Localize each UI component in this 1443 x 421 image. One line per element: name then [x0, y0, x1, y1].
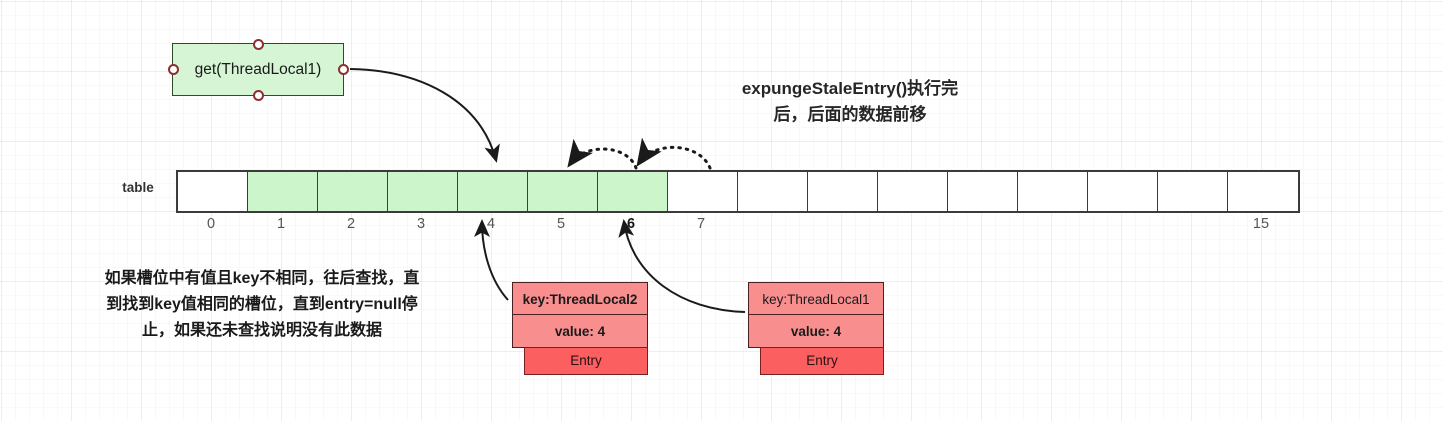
table-index-13 — [1086, 216, 1156, 232]
arrow-entry1-to-slot4 — [474, 219, 509, 301]
table-index-4: 4 — [486, 216, 496, 232]
lookup-rule-note-line-2: 到找到key值相同的槽位，直到entry=null停 — [106, 296, 418, 313]
lookup-rule-note: 如果槽位中有值且key不相同，往后查找，直 到找到key值相同的槽位，直到ent… — [42, 266, 482, 344]
diagram-title-line-1: expungeStaleEntry()执行完 — [741, 79, 959, 98]
table-index-8 — [736, 216, 806, 232]
table-slot-3[interactable] — [388, 172, 458, 211]
table-slot-4[interactable] — [458, 172, 528, 211]
table-slot-7[interactable] — [668, 172, 738, 211]
table-index-11 — [946, 216, 1016, 232]
table-slot-0[interactable] — [178, 172, 248, 211]
table-slot-14[interactable] — [1158, 172, 1228, 211]
entry-key-row: key:ThreadLocal2 — [512, 282, 648, 316]
table-slot-2[interactable] — [318, 172, 388, 211]
arc-shift-2 — [636, 137, 712, 170]
table-slot-10[interactable] — [878, 172, 948, 211]
table-slot-11[interactable] — [948, 172, 1018, 211]
entry-value-row: value: 4 — [512, 314, 648, 349]
table-index-7: 7 — [696, 216, 706, 232]
table-slot-12[interactable] — [1018, 172, 1088, 211]
table-slot-13[interactable] — [1088, 172, 1158, 211]
diagram-title-line-2: 后，后面的数据前移 — [773, 105, 927, 124]
table-index-12 — [1016, 216, 1086, 232]
arc-shift-1 — [567, 138, 638, 170]
table-slot-9[interactable] — [808, 172, 878, 211]
table-index-14 — [1156, 216, 1226, 232]
get-threadlocal-label: get(ThreadLocal1) — [194, 60, 322, 78]
table-index-3: 3 — [416, 216, 426, 232]
entry-box-threadlocal1[interactable]: key:ThreadLocal1 value: 4 Entry — [748, 282, 884, 375]
diagram-title: expungeStaleEntry()执行完 后，后面的数据前移 — [690, 76, 1010, 128]
table-index-9 — [806, 216, 876, 232]
table-index-2: 2 — [346, 216, 356, 232]
entry-value-row: value: 4 — [748, 314, 884, 349]
connector-dot-top-icon[interactable] — [252, 38, 264, 50]
lookup-rule-note-line-1: 如果槽位中有值且key不相同，往后查找，直 — [104, 270, 420, 287]
table-slot-1[interactable] — [248, 172, 318, 211]
table-slot-8[interactable] — [738, 172, 808, 211]
table-index-5: 5 — [556, 216, 566, 232]
table-slot-5[interactable] — [528, 172, 598, 211]
table-index-labels: 0 1 2 3 4 5 6 7 15 — [176, 216, 1296, 232]
table-slots — [176, 170, 1300, 213]
connector-dot-right-icon[interactable] — [337, 64, 349, 75]
arrow-get-to-table — [349, 68, 500, 163]
table-label: table — [122, 180, 154, 195]
entry-footer-label: Entry — [524, 346, 648, 375]
lookup-rule-note-line-3: 止，如果还未查找说明没有此数据 — [141, 322, 382, 339]
table-index-15: 15 — [1252, 216, 1270, 232]
connector-dot-bottom-icon[interactable] — [252, 89, 264, 101]
table-index-1: 1 — [276, 216, 286, 232]
table-index-0: 0 — [206, 216, 216, 232]
table-index-10 — [876, 216, 946, 232]
table-slot-6[interactable] — [598, 172, 668, 211]
entry-footer-label: Entry — [760, 346, 884, 375]
table-slot-15[interactable] — [1228, 172, 1298, 211]
table-index-6: 6 — [626, 216, 636, 232]
entry-key-row: key:ThreadLocal1 — [748, 282, 884, 316]
entry-box-threadlocal2[interactable]: key:ThreadLocal2 value: 4 Entry — [512, 282, 648, 375]
get-threadlocal-box[interactable]: get(ThreadLocal1) — [167, 38, 349, 101]
connector-dot-left-icon[interactable] — [167, 64, 179, 75]
